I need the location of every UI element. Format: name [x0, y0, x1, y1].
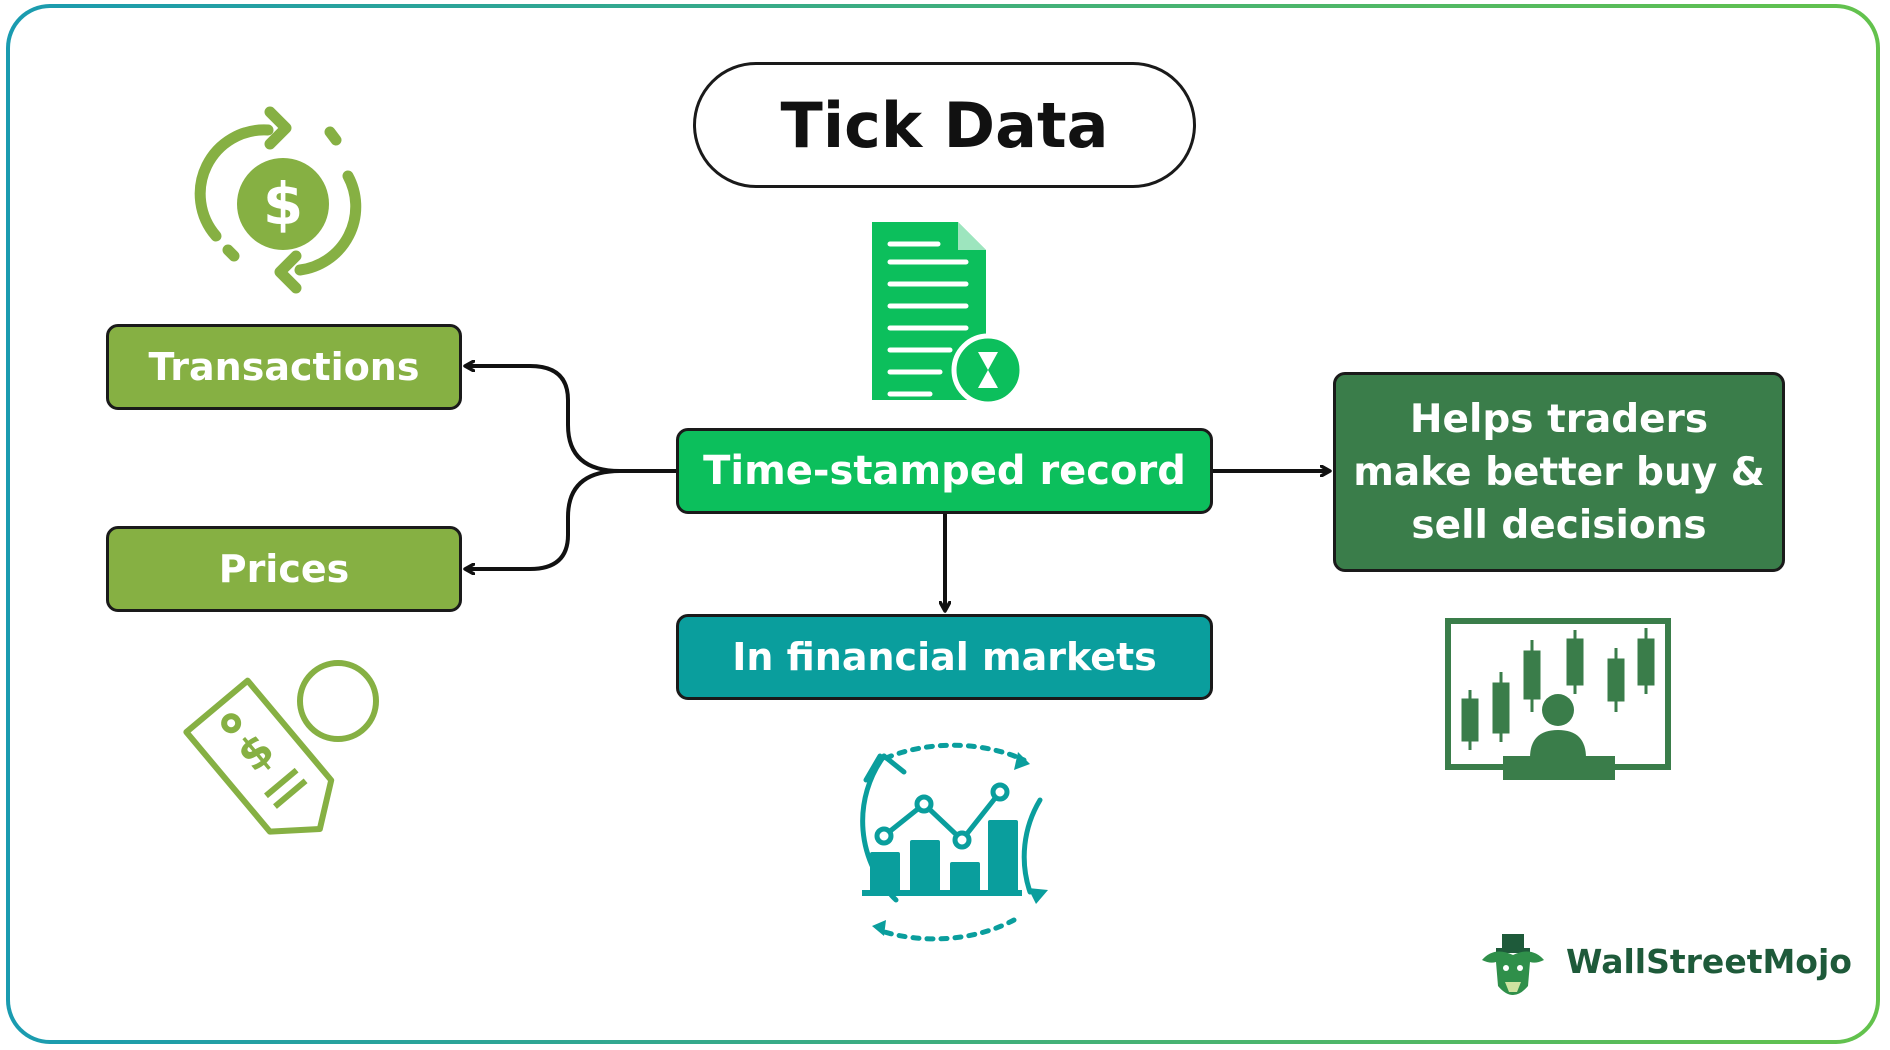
connector-to-transactions: [466, 366, 676, 473]
node-prices: Prices: [106, 526, 462, 612]
brand-logo-text: WallStreetMojo: [1566, 942, 1852, 981]
diagram-title: Tick Data: [693, 62, 1196, 188]
node-time-stamped-record: Time-stamped record: [676, 428, 1213, 514]
node-transactions: Transactions: [106, 324, 462, 410]
node-helps-traders: Helps traders make better buy & sell dec…: [1333, 372, 1785, 572]
connector-to-prices: [466, 469, 621, 569]
node-financial-markets: In financial markets: [676, 614, 1213, 700]
